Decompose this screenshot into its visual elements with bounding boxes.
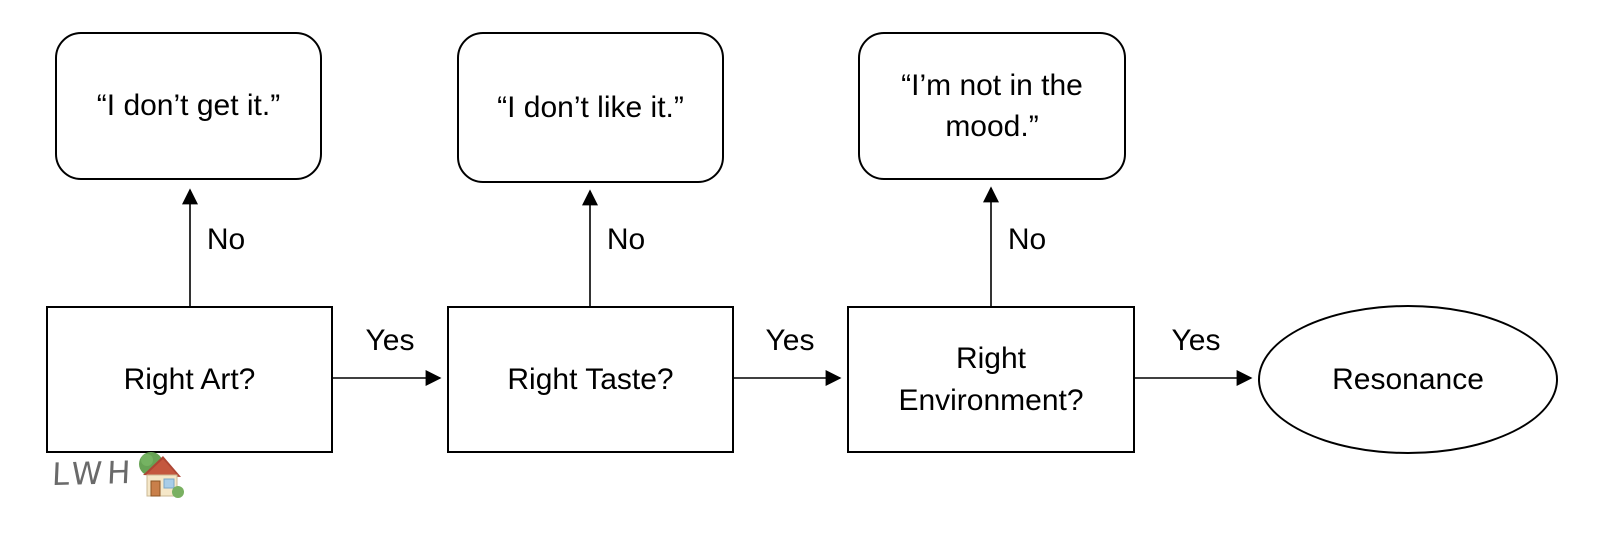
node-right-art: Right Art?: [46, 306, 333, 453]
node-right-environment-label: Right Environment?: [898, 342, 1084, 417]
edge-label-no-2: No: [606, 223, 646, 256]
house-with-garden-icon: [139, 452, 185, 498]
edge-label-no-3: No: [1007, 223, 1047, 256]
node-right-environment: Right Environment?: [847, 306, 1135, 453]
edge-label-yes-2: Yes: [765, 324, 815, 357]
node-im-not-in-the-mood-label: “I’m not in the mood.”: [901, 68, 1083, 143]
edge-label-yes-1: Yes: [365, 324, 415, 357]
node-resonance-label: Resonance: [1332, 362, 1484, 396]
edge-label-yes-3: Yes: [1171, 324, 1221, 357]
logo-text: LWH: [51, 454, 137, 494]
node-i-dont-like-it: “I don’t like it.”: [457, 32, 724, 183]
node-resonance: Resonance: [1258, 305, 1558, 454]
node-right-taste-label: Right Taste?: [507, 362, 674, 396]
lwh-logo: LWH: [51, 450, 185, 498]
node-i-dont-get-it: “I don’t get it.”: [55, 32, 322, 180]
edge-label-no-1: No: [206, 223, 246, 256]
node-i-dont-get-it-label: “I don’t get it.”: [96, 89, 281, 123]
node-i-dont-like-it-label: “I don’t like it.”: [497, 90, 684, 124]
node-im-not-in-the-mood: “I’m not in the mood.”: [858, 32, 1126, 180]
node-right-taste: Right Taste?: [447, 306, 734, 453]
node-right-art-label: Right Art?: [123, 362, 256, 396]
